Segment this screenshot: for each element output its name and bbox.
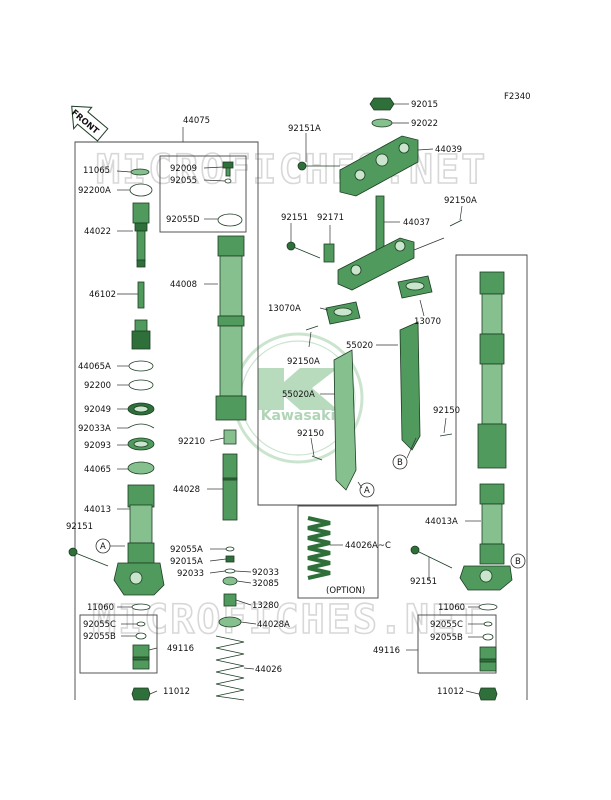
kawasaki-logo-text: Kawasaki bbox=[261, 408, 336, 424]
option-label: (OPTION) bbox=[326, 586, 365, 596]
label-49116-right: 49116 bbox=[373, 646, 400, 656]
watermark-top: MICROFICHES.NET bbox=[96, 147, 487, 193]
label-92150-mid: 92150 bbox=[297, 429, 324, 439]
label-92033A: 92033A bbox=[78, 424, 111, 434]
label-92151A: 92151A bbox=[288, 124, 321, 134]
label-44022: 44022 bbox=[84, 227, 111, 237]
label-44028A: 44028A bbox=[257, 620, 290, 630]
left-fork-parts bbox=[68, 168, 165, 701]
label-92151-right: 92151 bbox=[410, 577, 437, 587]
frame-top-bolt-group bbox=[159, 155, 247, 233]
label-92150A: 92150A bbox=[287, 357, 320, 367]
label-92171: 92171 bbox=[317, 213, 344, 223]
label-92055B-left: 92055B bbox=[83, 632, 116, 642]
marker-a-left: A bbox=[100, 542, 106, 552]
fork-guards bbox=[311, 321, 453, 491]
label-44065: 44065 bbox=[84, 465, 111, 475]
middle-fork-parts bbox=[215, 161, 247, 701]
label-92150-right: 92150 bbox=[433, 406, 460, 416]
label-92150A-top: 92150A bbox=[444, 196, 477, 206]
label-11012-right: 11012 bbox=[437, 687, 464, 697]
part-labels: 44075 11065 92200A 92009 92055 92055D 44… bbox=[66, 100, 477, 697]
label-13280: 13280 bbox=[252, 601, 279, 611]
frame-right-49116 bbox=[417, 614, 497, 674]
label-92033-a: 92033 bbox=[177, 569, 204, 579]
marker-b-left: B bbox=[397, 458, 403, 468]
label-92015: 92015 bbox=[411, 100, 438, 110]
label-44075: 44075 bbox=[183, 116, 210, 126]
label-92015A: 92015A bbox=[170, 557, 203, 567]
label-92033-b: 92033 bbox=[252, 568, 279, 578]
front-arrow: FRONT bbox=[69, 105, 109, 142]
label-92200: 92200 bbox=[84, 381, 111, 391]
assembly-frames bbox=[74, 127, 528, 700]
spring-44026 bbox=[215, 635, 245, 701]
label-11012-left: 11012 bbox=[163, 687, 190, 697]
label-92093: 92093 bbox=[84, 441, 111, 451]
reference-markers: A A B B bbox=[95, 454, 526, 569]
label-92049: 92049 bbox=[84, 405, 111, 415]
label-92055B-right: 92055B bbox=[430, 633, 463, 643]
label-32085: 32085 bbox=[252, 579, 279, 589]
watermark-bottom: MICROFICHES.NET bbox=[92, 597, 483, 643]
label-92055: 92055 bbox=[170, 176, 197, 186]
label-11060-left: 11060 bbox=[87, 603, 114, 613]
label-44028: 44028 bbox=[173, 485, 200, 495]
label-44026: 44026 bbox=[255, 665, 282, 675]
label-92055A: 92055A bbox=[170, 545, 203, 555]
label-92009: 92009 bbox=[170, 164, 197, 174]
label-92151-mid: 92151 bbox=[281, 213, 308, 223]
frame-left-49116 bbox=[79, 614, 158, 674]
label-55020: 55020 bbox=[346, 341, 373, 351]
figure-code: F2340 bbox=[504, 92, 531, 102]
marker-b-right: B bbox=[515, 557, 521, 567]
leader-lines bbox=[110, 103, 484, 695]
steering-parts bbox=[286, 97, 463, 331]
label-44037: 44037 bbox=[403, 218, 430, 228]
label-13070A: 13070A bbox=[268, 304, 301, 314]
label-92210: 92210 bbox=[178, 437, 205, 447]
label-92151-left: 92151 bbox=[66, 522, 93, 532]
label-44039: 44039 bbox=[435, 145, 462, 155]
option-spring bbox=[307, 516, 331, 580]
right-fork-parts bbox=[410, 271, 513, 701]
label-44013A: 44013A bbox=[425, 517, 458, 527]
label-46102: 46102 bbox=[89, 290, 116, 300]
frame-option bbox=[297, 505, 379, 599]
label-55020A: 55020A bbox=[282, 390, 315, 400]
label-44026A-C: 44026A~C bbox=[345, 541, 391, 551]
label-49116-left: 49116 bbox=[167, 644, 194, 654]
label-11065: 11065 bbox=[83, 166, 110, 176]
label-44065A: 44065A bbox=[78, 362, 111, 372]
label-92055D: 92055D bbox=[166, 215, 200, 225]
marker-a-right: A bbox=[364, 486, 370, 496]
label-92022: 92022 bbox=[411, 119, 438, 129]
label-11060-right: 11060 bbox=[438, 603, 465, 613]
label-92055C-left: 92055C bbox=[83, 620, 116, 630]
label-13070: 13070 bbox=[414, 317, 441, 327]
label-92055C-right: 92055C bbox=[430, 620, 463, 630]
label-44008: 44008 bbox=[170, 280, 197, 290]
label-92200A: 92200A bbox=[78, 186, 111, 196]
label-44013: 44013 bbox=[84, 505, 111, 515]
